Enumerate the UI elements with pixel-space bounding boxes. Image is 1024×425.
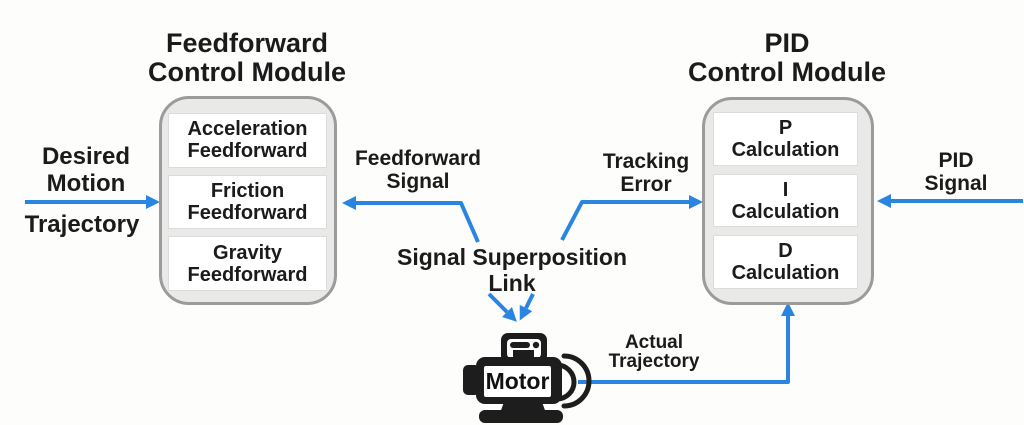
feedforward-module-title: Feedforward Control Module	[148, 28, 346, 87]
pid-module-box: P Calculation I Calculation D Calculatio…	[702, 97, 874, 305]
signal-superposition-link-label: Signal Superposition Link	[396, 244, 627, 296]
arrow-superposition-to-motor-right	[519, 293, 535, 321]
pid-signal-label: PID Signal	[924, 149, 988, 195]
acceleration-feedforward-box: Acceleration Feedforward	[168, 113, 327, 168]
arrow-actual-trajectory	[578, 302, 795, 384]
arrow-tracking-error	[560, 195, 703, 241]
feedforward-signal-label: Feedforward Signal	[354, 147, 482, 193]
motor-label: Motor	[484, 366, 551, 397]
actual-trajectory-label: Actual Trajectory	[608, 332, 700, 372]
gravity-feedforward-box: Gravity Feedforward	[168, 236, 327, 292]
tracking-error-label: Tracking Error	[602, 150, 690, 196]
feedforward-module-box: Acceleration Feedforward Friction Feedfo…	[159, 96, 337, 305]
desired-motion-label: Desired Motion	[41, 143, 131, 197]
pid-module-title: PID Control Module	[688, 28, 886, 87]
p-calculation-box: P Calculation	[713, 112, 858, 166]
friction-feedforward-box: Friction Feedforward	[168, 174, 327, 230]
trajectory-label: Trajectory	[24, 211, 140, 238]
arrow-superposition-to-motor-left	[487, 292, 517, 322]
arrow-feedforward-signal	[342, 196, 480, 243]
i-calculation-box: I Calculation	[713, 173, 858, 228]
d-calculation-box: D Calculation	[713, 235, 858, 290]
